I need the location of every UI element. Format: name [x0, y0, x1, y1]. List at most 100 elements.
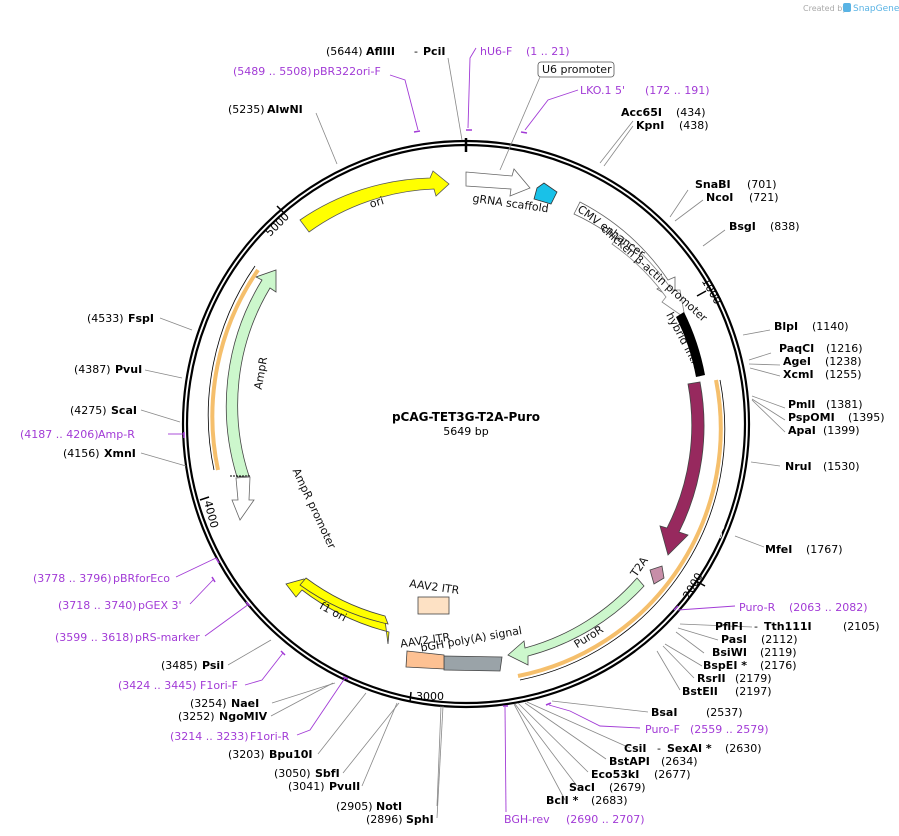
enzyme-scai-pos: (4275): [70, 404, 107, 417]
enzyme-pvui: PvuI: [115, 363, 142, 376]
primer-f1orif-pos: (3424 .. 3445): [118, 679, 197, 692]
enzyme-nrui: NruI: [785, 460, 812, 473]
enzyme-rsrii-pos: (2179): [735, 672, 772, 685]
primer-ampr: Amp-R: [98, 428, 135, 441]
ori-arrow: [299, 170, 450, 233]
primer-pbr322: pBR322ori-F: [313, 65, 381, 78]
primer-lko-pos: (172 .. 191): [645, 84, 710, 97]
tick-1000: 1000: [699, 276, 724, 307]
primer-f1orif: F1ori-F: [200, 679, 238, 692]
enzyme-csii-pos: (2630): [725, 742, 762, 755]
f1-ori-body: [299, 577, 389, 625]
ori-label: ori: [368, 194, 385, 211]
primer-bghrev: BGH-rev: [504, 813, 550, 826]
enzyme-csii: CsiI: [624, 742, 646, 755]
enzyme-xmni-pos: (4156): [63, 447, 100, 460]
enzyme-scai: ScaI: [111, 404, 137, 417]
primer-pbr322-pos: (5489 .. 5508): [233, 65, 312, 78]
enzyme-pmli: PmlI: [788, 398, 815, 411]
primer-purorr: Puro-R: [739, 601, 776, 614]
enzyme-bpu10i-pos: (3203): [228, 748, 265, 761]
enzyme-naei-pos: (3254): [190, 697, 227, 710]
enzyme-sphi-pos: (2896): [366, 813, 403, 826]
plasmid-name: pCAG-TET3G-T2A-Puro: [392, 410, 540, 424]
hybrid-intron-bar: [676, 312, 705, 377]
bgh-polya-box: [443, 655, 503, 672]
enzyme-pvuii-pos: (3041): [288, 780, 325, 793]
enzyme-acc65i-pos: (434): [676, 106, 706, 119]
enzyme-pmli-pos: (1381): [826, 398, 863, 411]
enzyme-alwni: AlwNI: [267, 103, 303, 116]
enzyme-fspi-pos: (4533): [87, 312, 124, 325]
primer-f1orir: F1ori-R: [250, 730, 290, 743]
ampr-highlight: [210, 268, 260, 471]
enzyme-kpni: KpnI: [636, 119, 664, 132]
enzyme-tth111i: Tth111I: [764, 620, 812, 633]
enzyme-bsgi-pos: (838): [770, 220, 800, 233]
enzyme-ncoi: NcoI: [706, 191, 733, 204]
enzyme-alwni-pos: (5235): [228, 103, 265, 116]
enzyme-naei: NaeI: [231, 697, 259, 710]
enzyme-xmni: XmnI: [104, 447, 136, 460]
primer-prs: pRS-marker: [135, 631, 200, 644]
primer-purof-pos: (2559 .. 2579): [690, 723, 769, 736]
enzyme-sbfi-pos: (3050): [274, 767, 311, 780]
puror-arrow: [507, 577, 645, 666]
enzyme-eco53ki: Eco53kI: [591, 768, 639, 781]
t2a-label: T2A: [627, 554, 651, 580]
enzyme-sexai: SexAI *: [667, 742, 712, 755]
enzyme-bsai-pos: (2537): [706, 706, 743, 719]
enzyme-ngomiv: NgoMIV: [219, 710, 268, 723]
enzyme-pflfi: PflFI: [715, 620, 743, 633]
chicken-actin-label: chicken β-actin promoter: [598, 222, 710, 324]
credit-text: Created by: [803, 4, 847, 13]
enzyme-bsiwi-pos: (2119): [760, 646, 797, 659]
enzyme-bsteii: BstEII: [682, 685, 718, 698]
snapgene-logo-icon: [843, 3, 851, 12]
enzyme-nrui-pos: (1530): [823, 460, 860, 473]
enzyme-bsgi: BsgI: [729, 220, 756, 233]
primer-prs-pos: (3599 .. 3618): [55, 631, 134, 644]
enzyme-dash-a: -: [414, 45, 418, 58]
enzyme-psii-pos: (3485): [161, 659, 198, 672]
enzyme-apai-pos: (1399): [823, 424, 860, 437]
enzyme-paqci: PaqCI: [779, 342, 814, 355]
enzyme-xcmi-pos: (1255): [825, 368, 862, 381]
enzyme-snabi-pos: (701): [747, 178, 777, 191]
tet-puro-outline: [519, 379, 726, 681]
enzyme-pasi: PasI: [721, 633, 747, 646]
enzyme-bspei-pos: (2176): [760, 659, 797, 672]
primer-pbrfor-pos: (3778 .. 3796): [33, 572, 112, 585]
enzyme-apai: ApaI: [788, 424, 816, 437]
ampr-label: AmpR: [252, 356, 271, 391]
enzyme-sbfi: SbfI: [315, 767, 340, 780]
tick-4000: 4000: [201, 499, 221, 529]
enzyme-pcii: PciI: [423, 45, 445, 58]
enzyme-sphi: SphI: [406, 813, 434, 826]
tick-5000: 5000: [263, 210, 292, 239]
enzyme-bsiwi: BsiWI: [712, 646, 747, 659]
primer-ticks: [183, 129, 679, 707]
enzyme-bstapi: BstAPI: [609, 755, 650, 768]
primer-pgex: pGEX 3': [138, 599, 182, 612]
chicken-actin-promoter-arrow: [611, 234, 686, 319]
enzyme-pflfi-pos: (2105): [843, 620, 880, 633]
primer-lko: LKO.1 5': [580, 84, 625, 97]
enzyme-bsteii-pos: (2197): [735, 685, 772, 698]
enzyme-ngomiv-pos: (3252): [178, 710, 215, 723]
tick-2000: 2000: [680, 571, 705, 602]
ampr-arrow: [225, 269, 277, 478]
enzyme-bstapi-pos: (2634): [661, 755, 698, 768]
primer-hu6f-pos: (1 .. 21): [526, 45, 570, 58]
enzyme-agei-pos: (1238): [825, 355, 862, 368]
enzyme-rsrii: RsrII: [697, 672, 726, 685]
enzyme-bcli: BclI *: [546, 794, 579, 807]
enzyme-pvui-pos: (4387): [74, 363, 111, 376]
tet-puro-highlight: [517, 379, 723, 678]
u6-promoter-box: [537, 61, 615, 78]
enzyme-pspomi-pos: (1395): [848, 411, 885, 424]
enzyme-mfei-pos: (1767): [806, 543, 843, 556]
enzyme-ncoi-pos: (721): [749, 191, 779, 204]
enzyme-dash-c: -: [657, 742, 661, 755]
